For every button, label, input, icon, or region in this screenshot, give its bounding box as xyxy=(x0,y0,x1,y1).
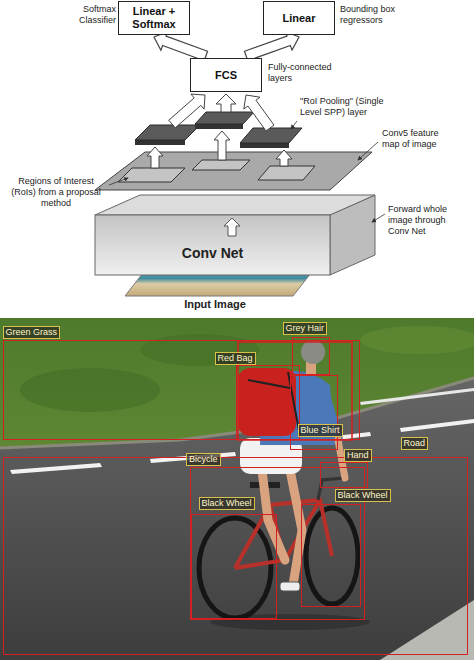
layer-label: Fully-connected layers xyxy=(268,62,340,84)
annotation-label: Blue Shirt xyxy=(298,424,343,437)
hollow-arrow xyxy=(169,94,205,128)
slab-edge xyxy=(240,143,289,148)
box-label: FCS xyxy=(215,69,237,82)
annotation-label: Black Wheel xyxy=(335,489,391,502)
leader-line xyxy=(372,214,385,222)
annotation-label: Red Bag xyxy=(215,352,256,365)
slab xyxy=(135,125,200,140)
box-label: Linear + Softmax xyxy=(124,5,184,31)
conv-net-box: Conv Net xyxy=(95,238,330,268)
annotation-box: Grey Hair xyxy=(292,337,330,375)
leader-line xyxy=(358,142,378,160)
annotation-label: Green Grass xyxy=(3,326,61,339)
output-label: Softmax Classifier xyxy=(62,4,116,26)
box-label: Linear xyxy=(282,12,315,25)
roi-arrow xyxy=(276,150,292,166)
process-box: Linear xyxy=(263,1,335,35)
process-box: Linear + Softmax xyxy=(118,1,190,35)
roi-arrow xyxy=(214,131,230,160)
block-top xyxy=(95,195,375,215)
annotation-box: Black Wheel xyxy=(301,504,361,607)
shoe xyxy=(280,582,300,591)
hollow-arrow xyxy=(154,31,208,60)
annotation-label: Bicycle xyxy=(186,453,221,466)
bag-strap xyxy=(248,372,300,436)
pavement xyxy=(380,600,474,660)
layer-label: Conv5 feature map of image xyxy=(382,128,448,150)
hollow-arrow xyxy=(244,31,299,60)
annotation-box: BicycleBlack WheelBlack Wheel xyxy=(190,467,365,620)
red-bag xyxy=(238,368,296,436)
road xyxy=(0,378,474,660)
annotation-label: Road xyxy=(401,437,429,450)
roi-region xyxy=(258,166,315,180)
leader-line xyxy=(109,178,128,185)
roi-region xyxy=(118,168,185,182)
grass xyxy=(0,318,474,660)
slab-edge xyxy=(135,140,185,145)
forward-arrow xyxy=(224,218,240,236)
annotation-box: Black Wheel xyxy=(191,514,277,619)
roi-arrow xyxy=(147,147,163,168)
roi-pooling-slabs xyxy=(135,112,302,148)
grass-patch xyxy=(360,326,474,354)
lane-line xyxy=(400,419,474,432)
grass-patch xyxy=(20,368,160,412)
annotation-label: Grey Hair xyxy=(283,322,328,335)
annotation-box: Hand xyxy=(320,462,368,488)
leg xyxy=(262,470,285,560)
annotation-label: Black Wheel xyxy=(199,497,255,510)
head xyxy=(301,340,325,364)
leader-line xyxy=(291,121,297,129)
process-box: FCS xyxy=(190,58,262,92)
street-photo xyxy=(0,318,474,660)
roi-region xyxy=(192,160,250,170)
feature-map-plane xyxy=(95,152,372,190)
annotation-label: Hand xyxy=(344,449,372,462)
slab-edge xyxy=(195,124,243,129)
slab xyxy=(195,112,254,124)
step-label: Forward whole image through Conv Net xyxy=(388,204,458,237)
annotation-box: RoadBicycleBlack WheelBlack WheelHand xyxy=(3,457,468,655)
box-label: Conv Net xyxy=(182,245,243,261)
lane-line xyxy=(360,388,474,405)
output-label: Bounding box regressors xyxy=(340,4,404,26)
hollow-arrow xyxy=(244,95,274,131)
roi-label: Regions of Interest (RoIs) from a propos… xyxy=(6,176,106,209)
block-front xyxy=(95,215,330,275)
slab xyxy=(240,128,302,143)
hollow-arrow xyxy=(216,94,236,112)
conv-net-block xyxy=(95,195,375,275)
grass-patch xyxy=(140,334,260,366)
image-label: Input Image xyxy=(160,298,270,311)
lane-line xyxy=(10,463,102,474)
annotation-box: Blue Shirt xyxy=(290,375,338,450)
layer-label: "RoI Pooling" (Single Level SPP) layer xyxy=(300,96,398,118)
